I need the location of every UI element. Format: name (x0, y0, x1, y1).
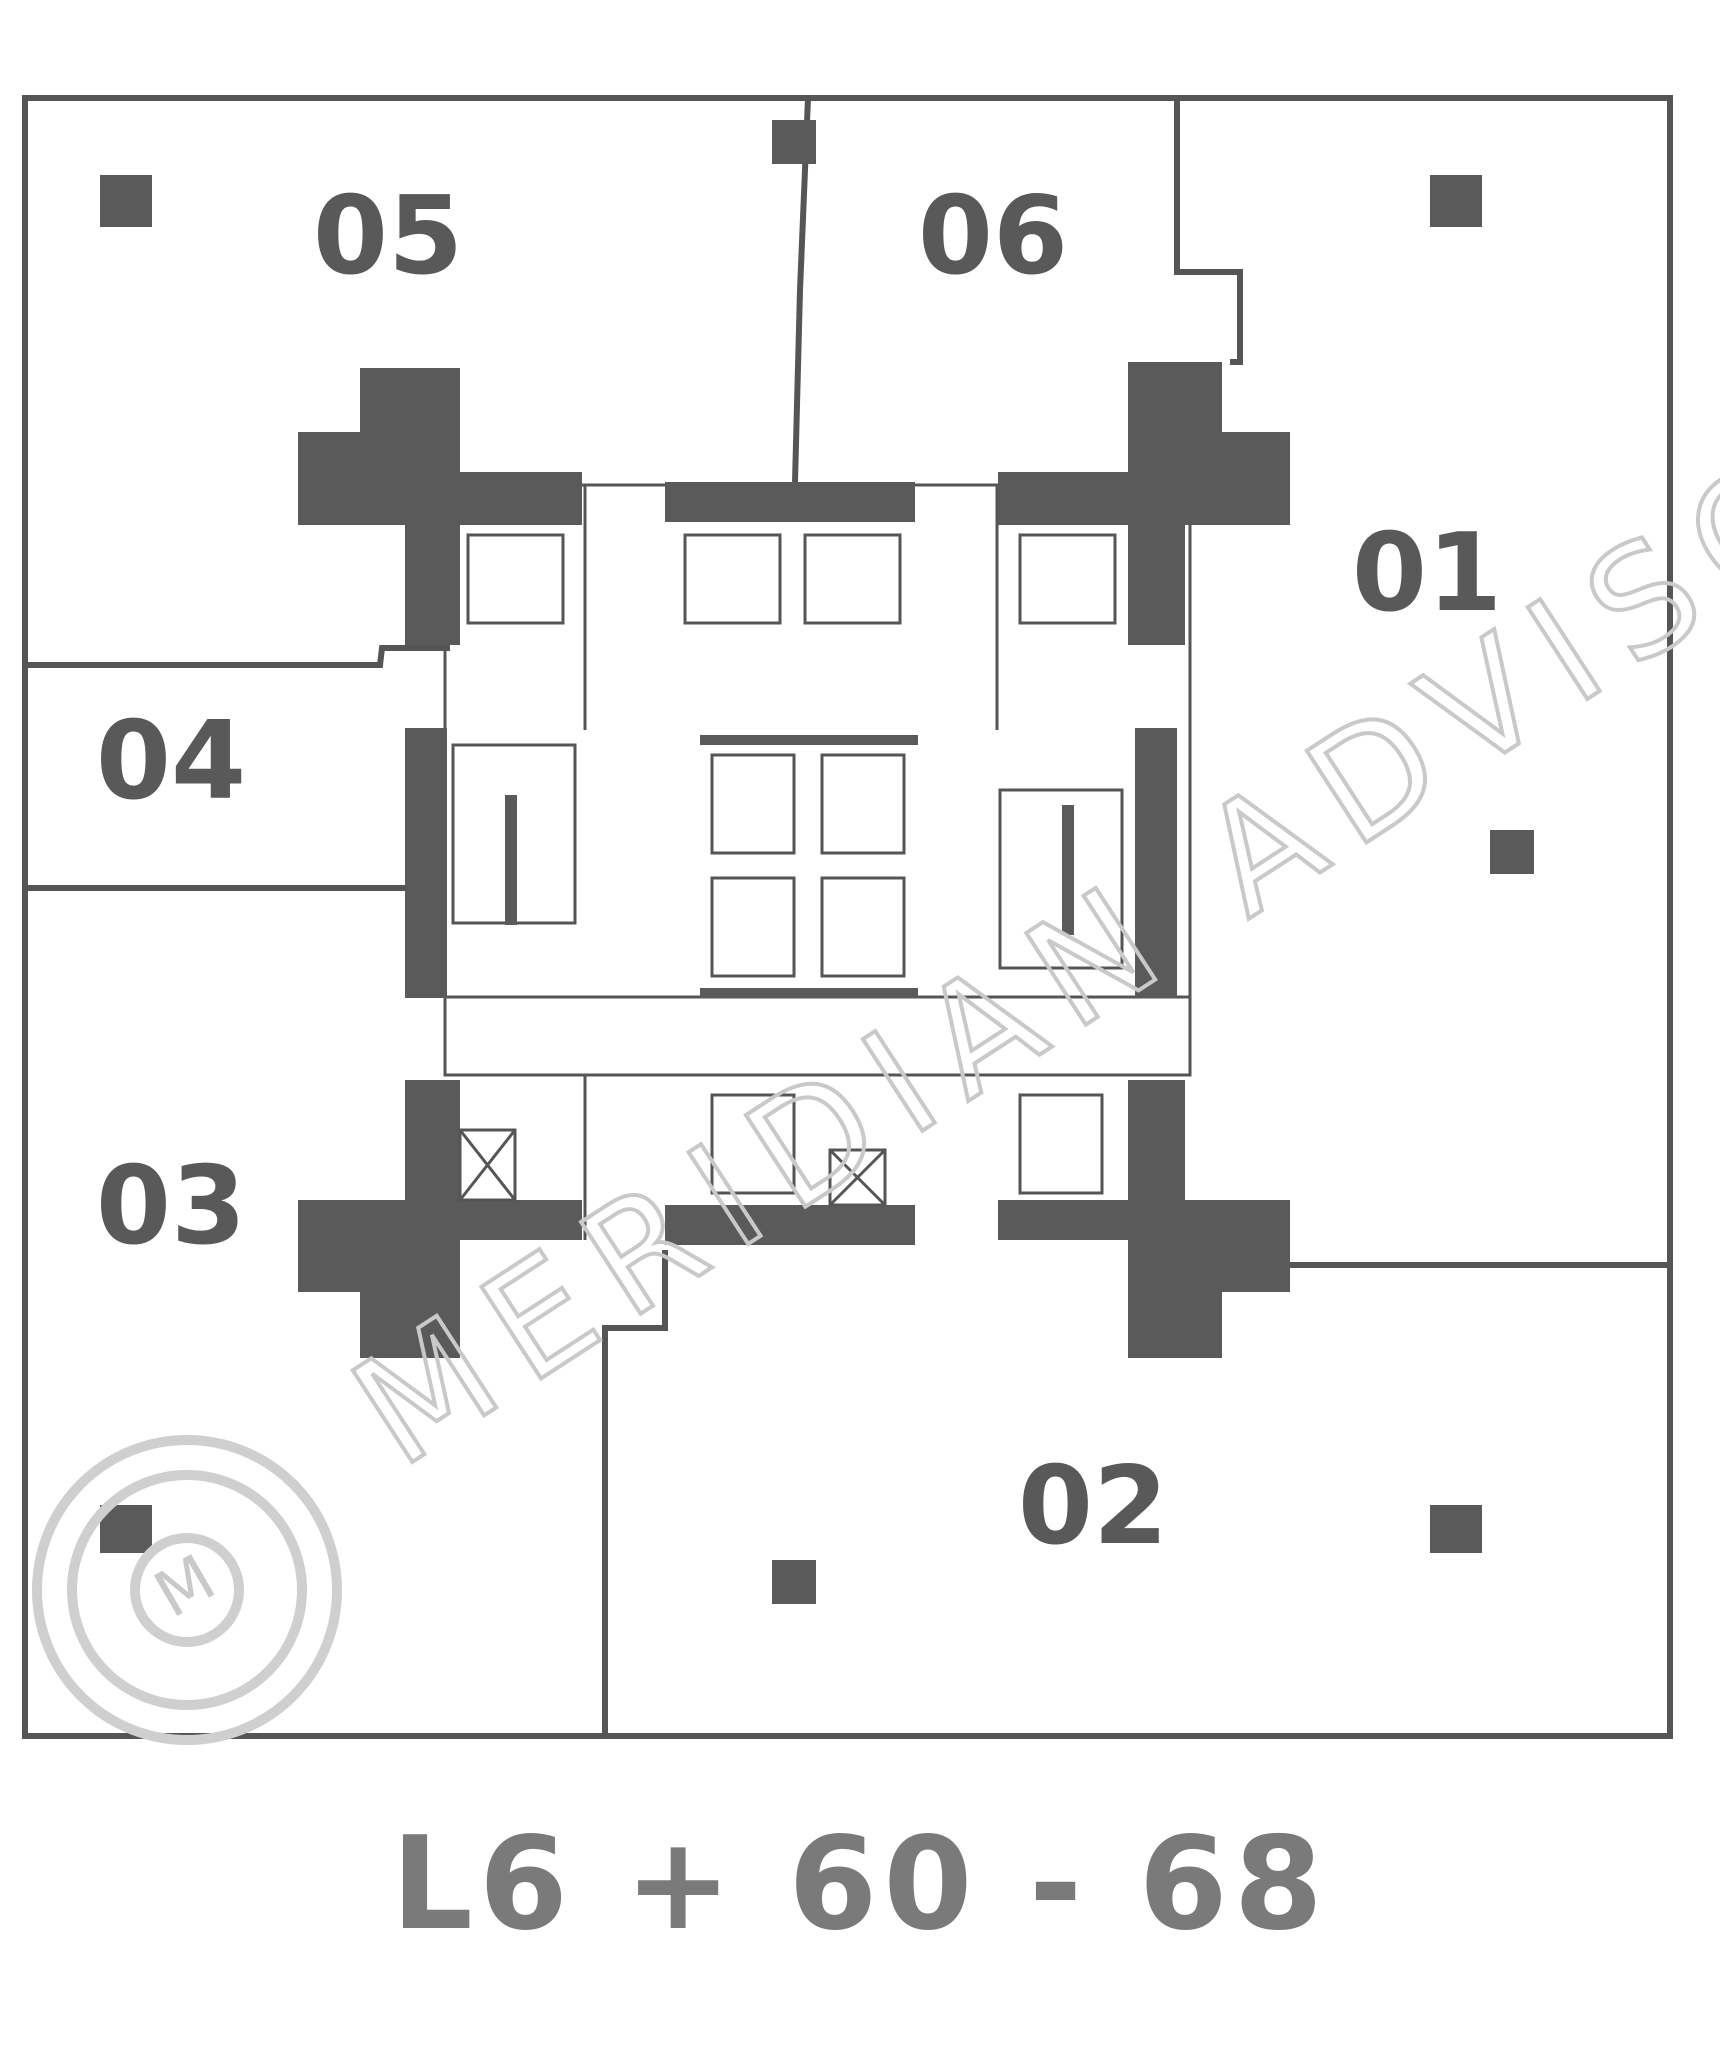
unit-label-02: 02 (1018, 1444, 1168, 1569)
core-wall-top (665, 482, 915, 522)
structural-columns (298, 362, 1290, 1358)
column-ne (998, 362, 1290, 645)
elevators (466, 533, 1117, 1195)
column-se (998, 1080, 1290, 1358)
watermark-logo-middle (67, 1470, 307, 1710)
unit-partitions (25, 97, 1670, 1736)
column-sw (298, 1080, 582, 1358)
column-markers (100, 120, 1534, 1604)
watermark-logo-outer (32, 1435, 342, 1745)
watermark-text: MERIDIAN ADVISORS (325, 277, 1720, 1500)
floor-outline (22, 95, 1673, 1739)
unit-label-04: 04 (96, 699, 246, 824)
watermark-logo-inner (130, 1533, 244, 1647)
stair-wall-right (1135, 728, 1177, 998)
unit-label-01: 01 (1352, 511, 1502, 636)
core-wall-bottom (665, 1205, 915, 1245)
unit-label-05: 05 (313, 174, 463, 299)
stairs (451, 743, 1124, 970)
unit-label-06: 06 (918, 174, 1068, 299)
stair-wall-left (405, 728, 447, 998)
unit-label-03: 03 (96, 1144, 246, 1269)
service-rooms (458, 1128, 887, 1207)
floor-label: L6 + 60 - 68 (391, 1810, 1329, 1959)
column-nw (298, 368, 582, 645)
